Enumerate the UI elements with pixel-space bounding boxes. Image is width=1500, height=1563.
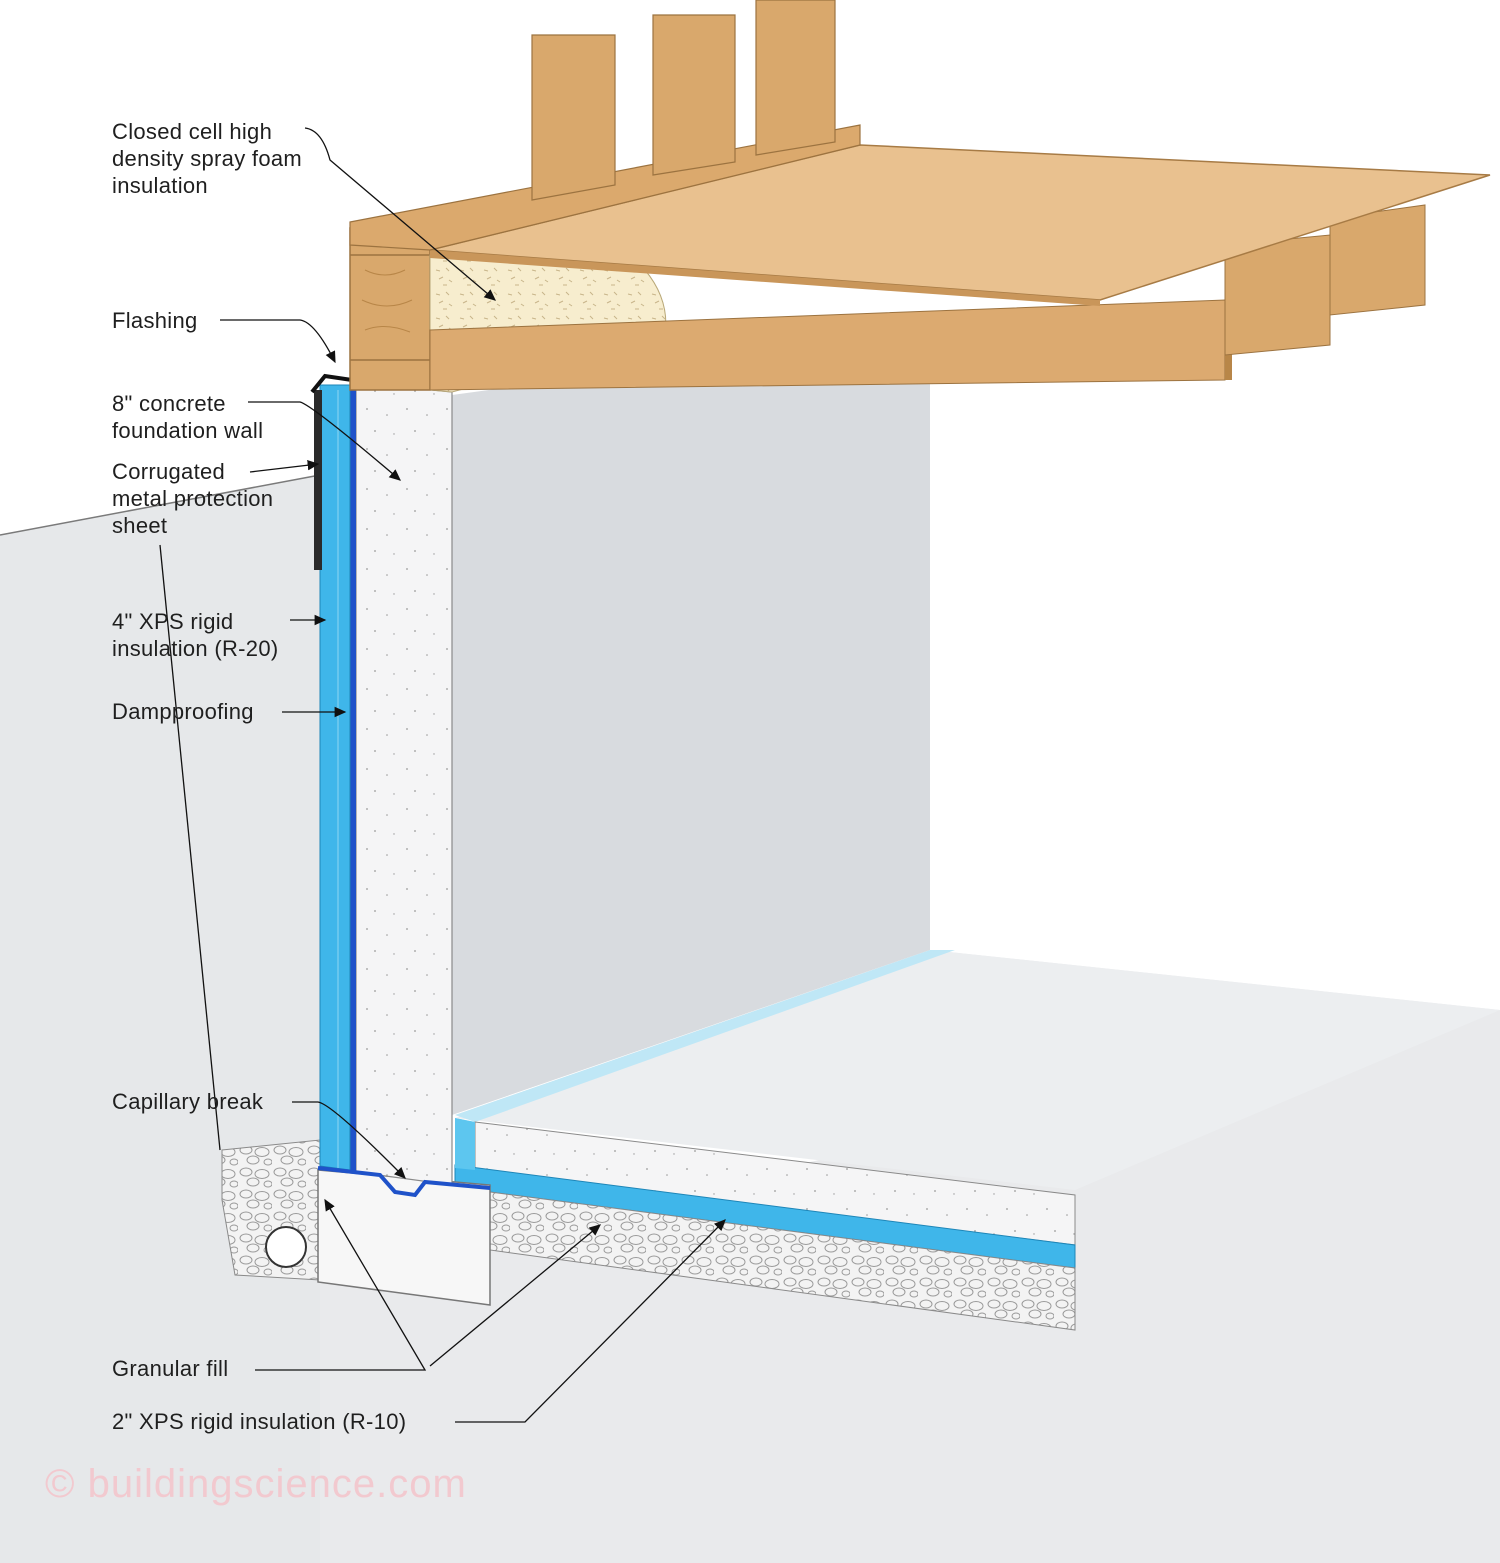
subfloor-edge [430,250,1100,306]
interior-floor [455,950,1500,1190]
slab-xps-edge [455,1118,475,1170]
floor-joists [429,204,1426,391]
label-flashing: Flashing [112,308,198,333]
rim-joist [349,227,431,391]
wall-studs [531,0,836,201]
footing [317,1169,491,1306]
label-concrete-wall: 8" concrete foundation wall [112,391,264,443]
drain-pipe [265,1226,307,1268]
label-dampproofing: Dampproofing [112,699,254,724]
corrugated-metal-sheet [314,390,322,570]
label-granular-fill: Granular fill [112,1356,229,1381]
label-corrugated-sheet: Corrugated metal protection sheet [112,459,274,538]
label-xps-slab: 2" XPS rigid insulation (R-10) [112,1409,407,1434]
dampproofing-layer [350,385,356,1172]
label-xps-wall: 4" XPS rigid insulation (R-20) [112,609,279,661]
concrete-foundation-wall [355,381,453,1186]
leader-lines [159,127,726,1423]
label-spray-foam: Closed cell high density spray foam insu… [112,119,303,198]
label-capillary-break: Capillary break [112,1089,264,1114]
interior-wall-face [452,330,930,1115]
capillary-break-line [317,1166,491,1198]
watermark: © buildingscience.com [45,1462,467,1506]
wall-xps-insulation [319,384,351,1171]
